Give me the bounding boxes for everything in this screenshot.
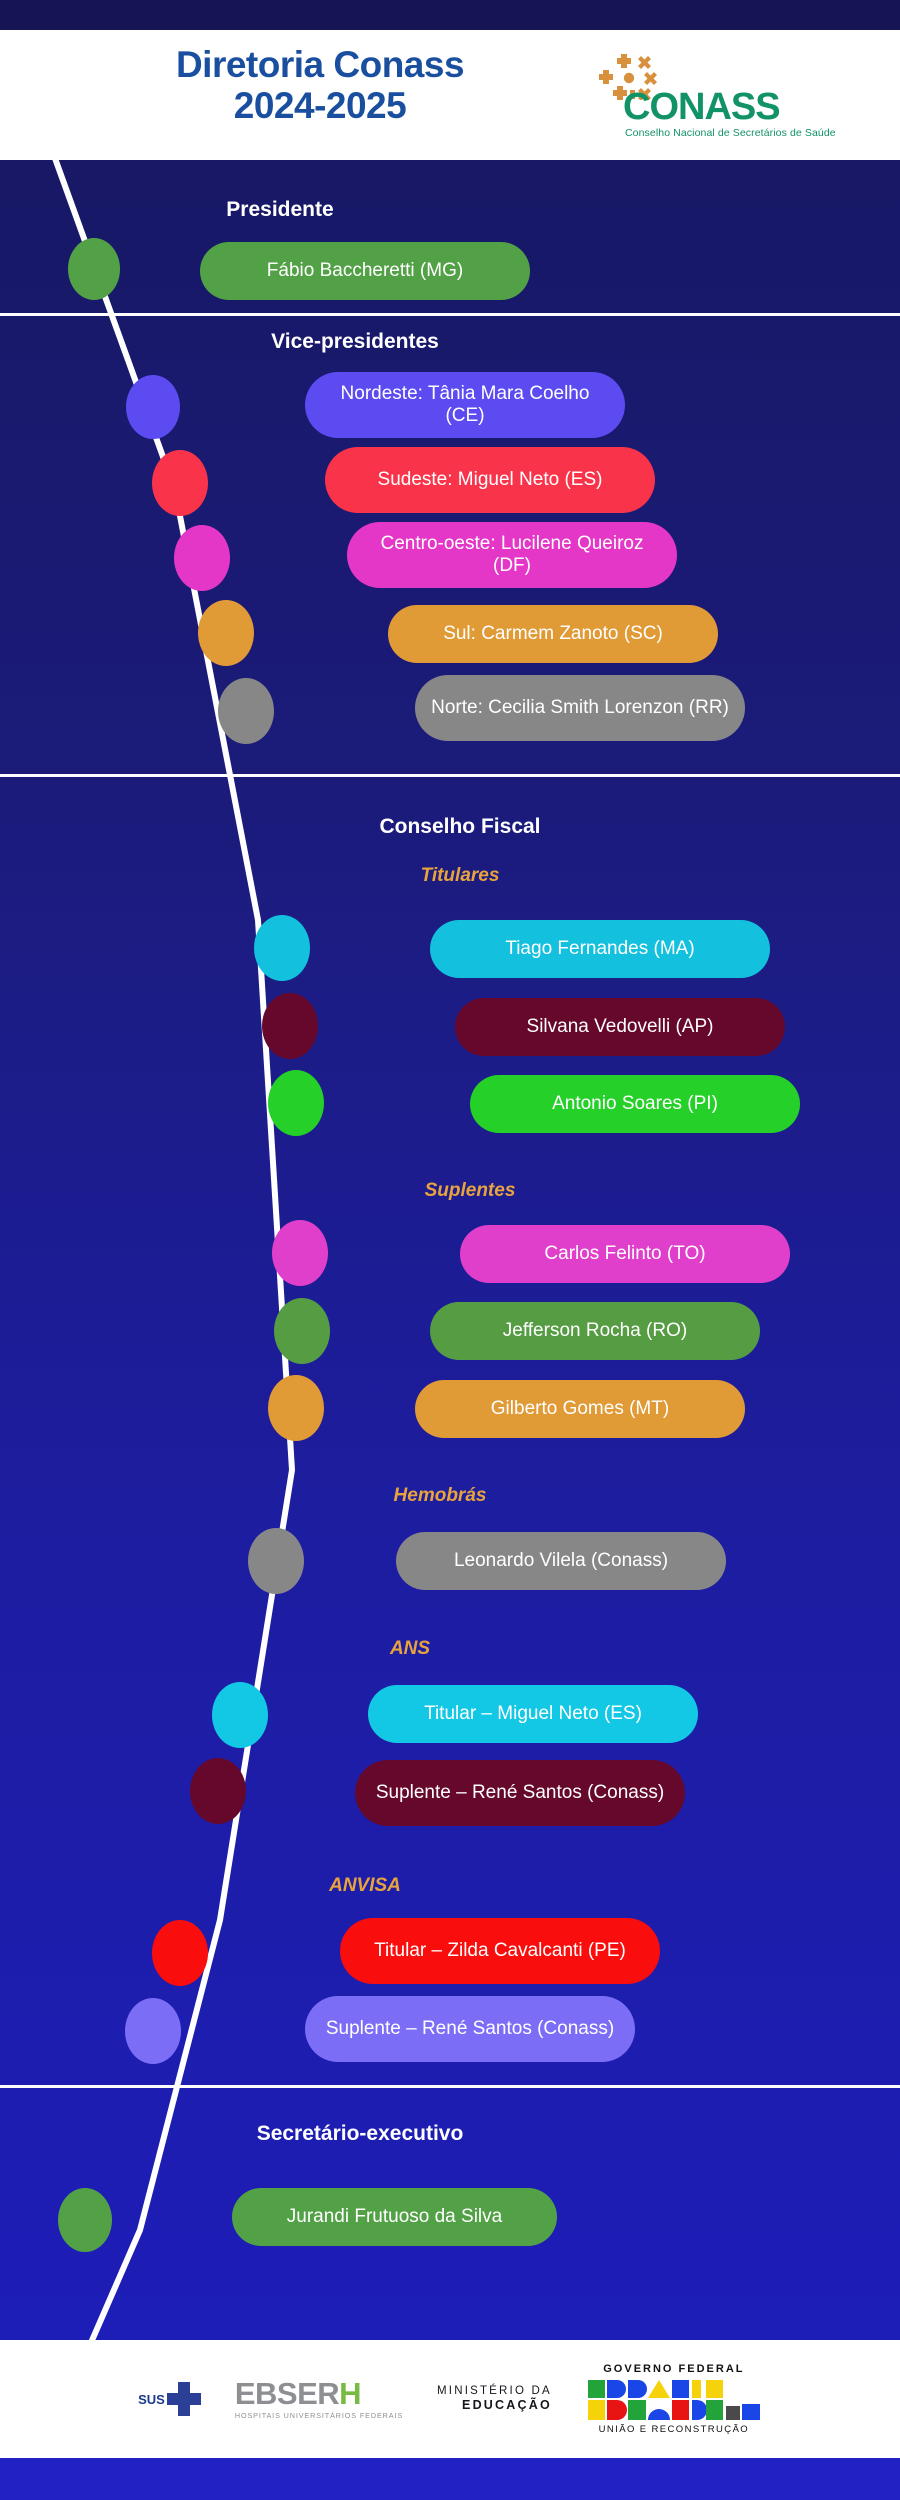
entry-pill-cf-7[interactable]: Titular – Miguel Neto (ES) bbox=[368, 1685, 698, 1743]
governo-bottom-label: UNIÃO E RECONSTRUÇÃO bbox=[598, 2423, 750, 2435]
entry-pill-presidente-0[interactable]: Fábio Baccheretti (MG) bbox=[200, 242, 530, 300]
conass-logo: CONASS Conselho Nacional de Secretários … bbox=[575, 52, 845, 144]
timeline-dot-cf-2 bbox=[268, 1070, 324, 1136]
entry-pill-cf-10[interactable]: Suplente – René Santos (Conass) bbox=[305, 1996, 635, 2062]
subsection-title-titulares: Titulares bbox=[420, 865, 500, 886]
page-title: Diretoria Conass 2024-2025 bbox=[60, 44, 580, 127]
subsection-title-ans: ANS bbox=[389, 1638, 431, 1659]
ministerio-line2: EDUCAÇÃO bbox=[462, 2398, 552, 2413]
entry-pill-cf-5[interactable]: Gilberto Gomes (MT) bbox=[415, 1380, 745, 1438]
governo-top-label: GOVERNO FEDERAL bbox=[603, 2362, 745, 2375]
brasil-wordmark-icon bbox=[587, 2379, 760, 2420]
conass-wordmark: CONASS bbox=[623, 86, 781, 128]
content-area: Presidente Fábio Baccheretti (MG) Vice-p… bbox=[0, 160, 900, 2340]
timeline-dot-cf-7 bbox=[212, 1682, 268, 1748]
entry-pill-vice-0[interactable]: Nordeste: Tânia Mara Coelho (CE) bbox=[305, 372, 625, 438]
sus-logo: SUS bbox=[138, 2382, 201, 2416]
entry-pill-cf-1[interactable]: Silvana Vedovelli (AP) bbox=[455, 998, 785, 1056]
sus-label: SUS bbox=[138, 2391, 165, 2407]
timeline-dot-vice-1 bbox=[152, 450, 208, 516]
timeline-dot-vice-2 bbox=[174, 525, 230, 591]
timeline-dot-presidente bbox=[68, 238, 120, 300]
entry-pill-secretario-0[interactable]: Jurandi Frutuoso da Silva bbox=[232, 2188, 557, 2246]
timeline-dot-cf-10 bbox=[125, 1998, 181, 2064]
timeline-dot-cf-3 bbox=[272, 1220, 328, 1286]
entry-pill-vice-4[interactable]: Norte: Cecilia Smith Lorenzon (RR) bbox=[415, 675, 745, 741]
ebserh-logo: EBSERH HOSPITAIS UNIVERSITÁRIOS FEDERAIS bbox=[235, 2378, 403, 2419]
subsection-title-anvisa: ANVISA bbox=[329, 1875, 401, 1896]
timeline-dot-cf-5 bbox=[268, 1375, 324, 1441]
section-divider-1 bbox=[0, 313, 900, 316]
page-title-line1: Diretoria Conass bbox=[175, 44, 465, 85]
timeline-dot-secretario bbox=[58, 2188, 112, 2252]
entry-pill-vice-3[interactable]: Sul: Carmem Zanoto (SC) bbox=[388, 605, 718, 663]
header-band: Diretoria Conass 2024-2025 CONASS Consel… bbox=[0, 30, 900, 160]
timeline-dot-cf-8 bbox=[190, 1758, 246, 1824]
timeline-dot-cf-9 bbox=[152, 1920, 208, 1986]
entry-pill-cf-6[interactable]: Leonardo Vilela (Conass) bbox=[396, 1532, 726, 1590]
section-title-conselho-fiscal: Conselho Fiscal bbox=[379, 815, 541, 838]
ministerio-educacao-logo: MINISTÉRIO DA EDUCAÇÃO bbox=[437, 2384, 552, 2414]
entry-pill-vice-2[interactable]: Centro-oeste: Lucilene Queiroz (DF) bbox=[347, 522, 677, 588]
conass-tagline: Conselho Nacional de Secretários de Saúd… bbox=[625, 127, 836, 139]
footer-logo-bar: SUS EBSERH HOSPITAIS UNIVERSITÁRIOS FEDE… bbox=[0, 2340, 900, 2458]
timeline-dot-cf-1 bbox=[262, 993, 318, 1059]
top-accent-bar bbox=[0, 0, 900, 30]
section-title-vice-presidentes: Vice-presidentes bbox=[271, 330, 439, 353]
section-title-secretario-executivo: Secretário-executivo bbox=[256, 2122, 464, 2145]
section-title-presidente: Presidente bbox=[226, 198, 334, 221]
ebserh-word-part1: EBSER bbox=[234, 2376, 340, 2412]
sus-cross-icon bbox=[166, 2382, 201, 2416]
timeline-dot-cf-4 bbox=[274, 1298, 330, 1364]
bottom-accent-bar bbox=[0, 2458, 900, 2500]
section-divider-3 bbox=[0, 2085, 900, 2088]
governo-federal-logo: GOVERNO FEDERAL UNIÃO E RECONSTRUÇÃO bbox=[586, 2362, 762, 2435]
ebserh-word-part2: H bbox=[339, 2376, 362, 2412]
timeline-dot-vice-4 bbox=[218, 678, 274, 744]
entry-pill-cf-9[interactable]: Titular – Zilda Cavalcanti (PE) bbox=[340, 1918, 660, 1984]
timeline-dot-vice-0 bbox=[126, 375, 180, 439]
timeline-dot-vice-3 bbox=[198, 600, 254, 666]
section-divider-2 bbox=[0, 774, 900, 777]
ministerio-line1: MINISTÉRIO DA bbox=[437, 2385, 552, 2397]
entry-pill-cf-4[interactable]: Jefferson Rocha (RO) bbox=[430, 1302, 760, 1360]
timeline-dot-cf-0 bbox=[254, 915, 310, 981]
subsection-title-hemobras: Hemobrás bbox=[393, 1485, 487, 1506]
page-title-line2: 2024-2025 bbox=[233, 85, 407, 127]
conass-mark-icon bbox=[599, 54, 657, 100]
entry-pill-cf-0[interactable]: Tiago Fernandes (MA) bbox=[430, 920, 770, 978]
ebserh-tagline: HOSPITAIS UNIVERSITÁRIOS FEDERAIS bbox=[234, 2411, 404, 2421]
subsection-title-suplentes: Suplentes bbox=[424, 1180, 516, 1201]
entry-pill-vice-1[interactable]: Sudeste: Miguel Neto (ES) bbox=[325, 447, 655, 513]
entry-pill-cf-3[interactable]: Carlos Felinto (TO) bbox=[460, 1225, 790, 1283]
entry-pill-cf-2[interactable]: Antonio Soares (PI) bbox=[470, 1075, 800, 1133]
entry-pill-cf-8[interactable]: Suplente – René Santos (Conass) bbox=[355, 1760, 685, 1826]
timeline-dot-cf-6 bbox=[248, 1528, 304, 1594]
